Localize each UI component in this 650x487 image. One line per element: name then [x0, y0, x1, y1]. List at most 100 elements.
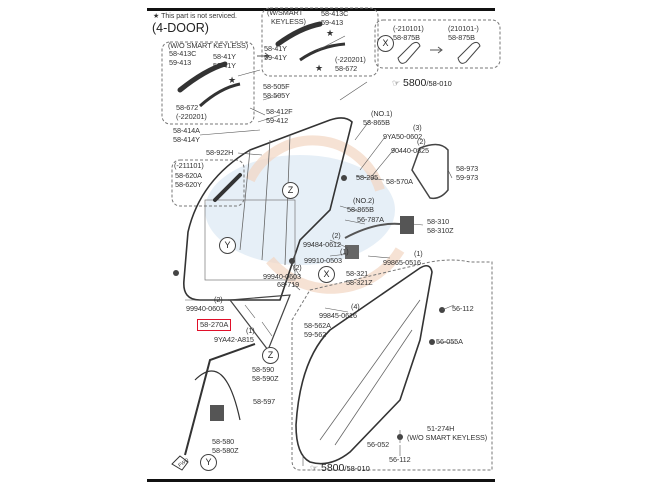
part-number: 58-413C	[321, 9, 349, 18]
nut-icon	[429, 339, 435, 345]
part-number: 99845-0616	[319, 310, 357, 320]
qty: (NO.2)	[353, 196, 375, 205]
reference-main: 5800	[321, 462, 345, 474]
part-label: 56-055A	[436, 337, 463, 346]
handle-cover-shape-2	[275, 21, 323, 47]
mirror-trim-box	[171, 159, 245, 207]
part-number: 58-41Y	[264, 44, 287, 53]
belt-molding-shape	[213, 173, 242, 202]
bottom-rule	[147, 479, 495, 482]
star-icon: ★	[326, 28, 335, 38]
part-label: (-210101) 58-875B	[393, 24, 424, 42]
part-label: 58-672 (-220201)	[176, 103, 207, 121]
part-number: 59-973	[456, 172, 479, 182]
front-door-inner-lines	[319, 299, 421, 446]
part-label: (210101-) 58-875B	[448, 24, 479, 42]
wo-keyless-heading: (W/O SMART KEYLESS)	[168, 41, 249, 50]
star-icon: ★	[228, 75, 237, 85]
part-number: 59-562	[304, 329, 327, 339]
garnish-old-shape	[397, 41, 421, 64]
hand-pointer-icon: ☞	[392, 78, 401, 88]
part-number: 58-580Z	[212, 445, 239, 455]
qty: (2)	[214, 295, 223, 304]
reference-sub: /58-010	[426, 79, 452, 88]
part-label: (1)99865-0516	[383, 249, 423, 267]
part-number: 59-41Y	[264, 52, 287, 62]
part-label: 56-112	[452, 304, 474, 313]
part-number: 9YA42-A815	[214, 334, 254, 344]
date-code: (210101-)	[448, 24, 479, 33]
callout-z: Z	[282, 182, 299, 199]
part-number: 58-562A	[304, 321, 331, 330]
watermark-arc-2	[266, 247, 405, 294]
callout-x: X	[377, 35, 394, 52]
part-number: 59-413	[321, 17, 344, 27]
motor-shape	[210, 405, 224, 421]
part-number: 58-590	[252, 365, 275, 374]
bolt-icon	[341, 175, 347, 181]
front-door-shape	[295, 264, 433, 465]
reference-label[interactable]: ☞ 5800/58-010	[310, 462, 370, 474]
part-number: (-220201)	[176, 111, 207, 121]
part-label: (3)9YA50-0602	[383, 123, 423, 141]
garnish-new-shape	[457, 41, 481, 64]
mirror-trim-code: (-211101)	[174, 161, 204, 170]
hand-pointer-icon: ☞	[310, 463, 319, 473]
part-label: (NO.1)58-865B	[363, 109, 393, 127]
part-label: 68-719	[277, 280, 300, 289]
part-label: (4)99845-0616	[319, 302, 360, 320]
handle-cover-shape	[177, 61, 228, 93]
part-number: 58-672	[176, 103, 199, 112]
qty: (1)	[414, 249, 423, 258]
regulator-rail-shape	[184, 343, 256, 456]
part-number: 51-274H	[427, 424, 455, 433]
qty: (2)	[293, 263, 302, 272]
part-number: 99940-0603	[263, 271, 301, 281]
part-label: (2)99940-0603	[263, 263, 302, 281]
w-keyless-heading: (W/SMART KEYLESS)	[267, 8, 306, 26]
part-number: 9YA50-0602	[383, 131, 423, 141]
part-label: 58-413C 59-413	[321, 9, 349, 27]
part-label: 58-922H	[206, 148, 234, 157]
fwd-arrow-icon	[171, 455, 189, 471]
part-label: 58-41Y 59-41Y	[213, 52, 236, 70]
actuator-shape	[345, 245, 359, 259]
qty: (2)	[417, 137, 426, 146]
qty: (NO.1)	[371, 109, 393, 118]
heading-line: (W/SMART	[267, 8, 303, 17]
part-number: 58-414A	[173, 126, 200, 135]
part-label: (-220201) 58-672	[335, 55, 366, 73]
note-text: This part is not serviced.	[161, 13, 237, 20]
part-number: 58-321	[346, 269, 369, 278]
highlighted-part-label[interactable]: 58-270A	[197, 319, 232, 331]
part-number: 58-865B	[347, 204, 374, 214]
heading-line: KEYLESS)	[271, 16, 306, 26]
part-label: (1)9YA42-A815	[214, 326, 255, 344]
part-label: 58-413C 59-413	[169, 49, 196, 67]
part-number: 58-505Y	[263, 90, 290, 100]
part-label: (2)90440-0825	[391, 137, 429, 155]
part-number: 99865-0516	[383, 257, 421, 267]
arrow-icon-2	[257, 52, 270, 60]
regulator-cable-shape	[194, 370, 241, 421]
date-code: (-210101)	[393, 24, 424, 33]
reference-label[interactable]: ☞ 5800/58-010	[392, 77, 452, 89]
part-number: (-220201)	[335, 55, 366, 64]
reference-sub: /58-010	[344, 464, 370, 473]
part-number: 58-414Y	[173, 134, 200, 144]
part-label: 56-052	[367, 440, 390, 449]
qty: (4)	[351, 302, 360, 311]
part-number: 58-321Z	[346, 277, 373, 287]
wo-keyless-box	[161, 41, 255, 125]
part-number: 58-620A	[175, 171, 202, 180]
part-number: 59-413	[169, 57, 192, 67]
qty: (1)	[246, 326, 255, 335]
part-number: 58-865B	[363, 117, 390, 127]
